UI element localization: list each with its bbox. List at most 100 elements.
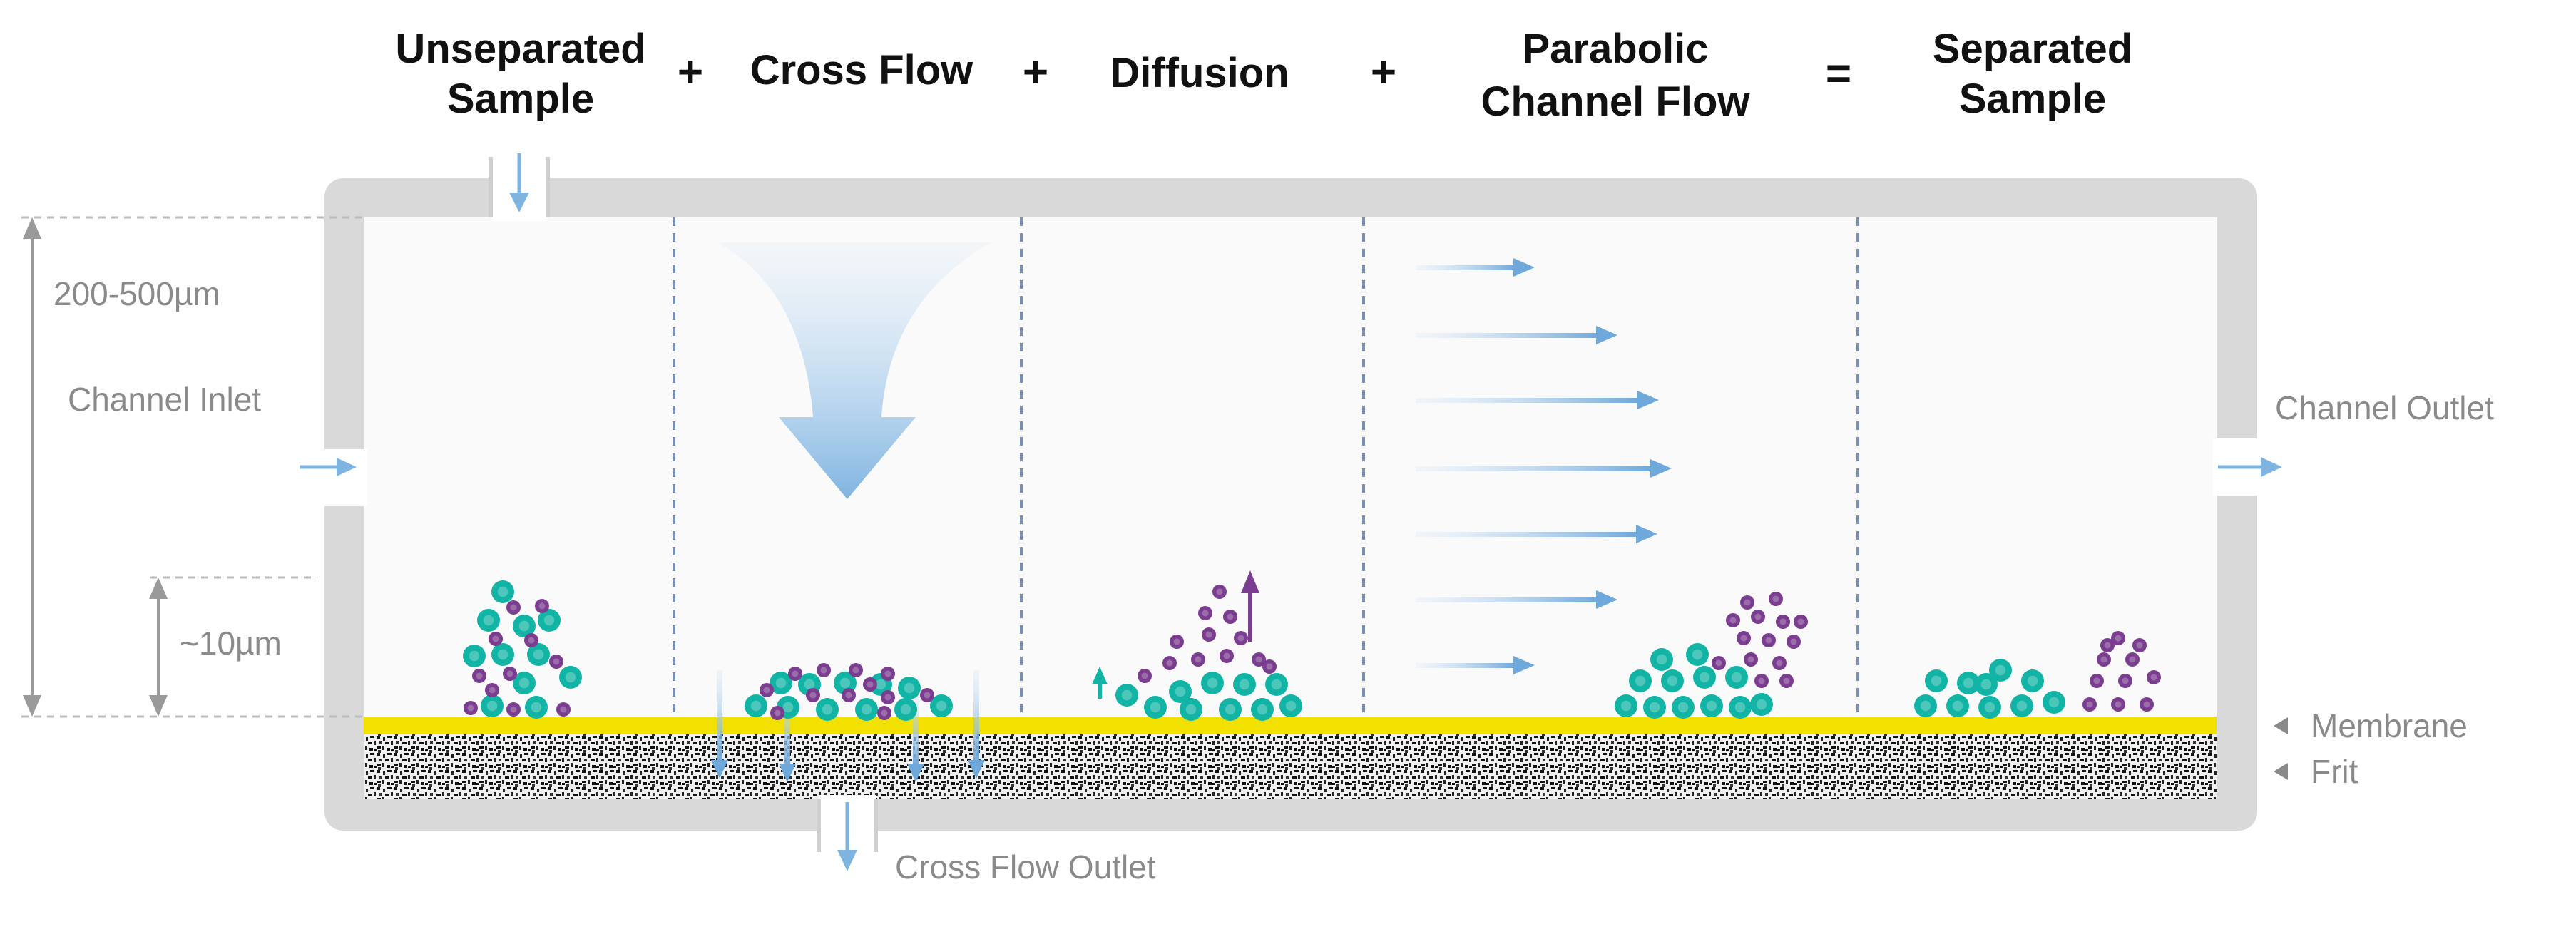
large-particle: [2010, 694, 2033, 717]
large-particle-highlight: [1667, 675, 1678, 687]
small-particle-highlight: [1715, 659, 1722, 667]
large-particle: [1693, 666, 1716, 689]
large-particle: [463, 645, 486, 667]
small-particle: [1262, 659, 1277, 674]
small-particle: [1191, 652, 1205, 667]
large-particle-highlight: [822, 704, 833, 715]
large-particle: [1144, 696, 1167, 719]
large-particle-highlight: [1620, 700, 1632, 712]
small-particle: [1198, 606, 1212, 620]
small-particle: [1779, 674, 1794, 688]
small-particle-highlight: [2136, 642, 2143, 649]
small-particle: [2140, 697, 2154, 712]
small-particle-highlight: [884, 670, 891, 677]
small-particle-highlight: [489, 687, 496, 694]
large-particle: [898, 677, 921, 699]
small-particle: [1234, 631, 1248, 645]
large-particle: [559, 666, 582, 689]
header-unseparated-line1: Unseparated: [395, 26, 645, 72]
small-particle-highlight: [1797, 618, 1804, 625]
large-particle-highlight: [1239, 679, 1250, 690]
small-particle: [920, 688, 934, 702]
large-particle: [745, 694, 767, 717]
small-particle-highlight: [510, 706, 517, 713]
small-particle-highlight: [845, 692, 852, 699]
large-particle-highlight: [1656, 654, 1667, 665]
small-particle: [806, 688, 820, 702]
small-particle: [877, 706, 891, 720]
small-particle-highlight: [2100, 656, 2107, 663]
diffusion-arrow-small: [1092, 667, 1108, 699]
large-particle: [1686, 643, 1709, 666]
small-particle: [788, 667, 802, 681]
large-particle: [1279, 694, 1302, 717]
small-particle: [485, 683, 499, 697]
header-parabolic-line2: Channel Flow: [1481, 78, 1751, 125]
small-particle: [2111, 697, 2125, 712]
large-particle-highlight: [936, 700, 947, 712]
large-particle: [1750, 693, 1773, 716]
channel-outlet-label: Channel Outlet: [2275, 389, 2494, 426]
small-particle-highlight: [1237, 635, 1244, 642]
large-particle-highlight: [531, 702, 542, 713]
small-particle: [1787, 635, 1801, 649]
large-particle-highlight: [1706, 700, 1717, 712]
small-particle-highlight: [852, 667, 859, 674]
small-particle: [489, 632, 503, 646]
small-particle: [1252, 652, 1266, 667]
small-particle: [881, 667, 895, 681]
particle-clusters: [463, 580, 2161, 721]
large-particle: [1169, 680, 1192, 703]
large-particle: [1725, 666, 1748, 689]
large-particle-highlight: [861, 704, 872, 715]
large-particle-highlight: [518, 677, 530, 689]
large-particle-highlight: [533, 649, 544, 660]
large-particle-highlight: [1649, 702, 1660, 713]
small-particle: [1772, 656, 1787, 670]
large-particle: [527, 643, 550, 666]
small-particle-highlight: [492, 635, 499, 642]
large-particle: [1989, 659, 2012, 682]
large-particle-highlight: [1756, 699, 1767, 710]
header-separated-line1: Separated: [1933, 26, 2132, 72]
large-particle-highlight: [1699, 672, 1710, 683]
small-particle: [2082, 697, 2097, 712]
small-particle-highlight: [538, 602, 546, 610]
channel-outlet-arrow: [2218, 457, 2282, 477]
large-particle-highlight: [1271, 679, 1282, 690]
large-particle-highlight: [1931, 675, 1942, 687]
small-particle: [760, 683, 774, 697]
small-particle-highlight: [1223, 652, 1230, 659]
large-particle-highlight: [1677, 702, 1689, 713]
large-particle: [513, 615, 536, 637]
plus-sign: +: [678, 48, 703, 97]
large-particle-highlight: [1734, 702, 1746, 713]
large-particle-highlight: [2016, 700, 2028, 712]
small-particle: [2147, 670, 2161, 684]
small-particle-highlight: [924, 692, 931, 699]
large-particle-highlight: [1963, 677, 1974, 689]
large-particle-highlight: [875, 679, 886, 690]
large-particle: [491, 643, 514, 666]
section-dividers: [673, 217, 1859, 717]
small-particle: [464, 701, 478, 715]
small-particle-highlight: [1744, 599, 1751, 606]
large-particle: [1251, 698, 1274, 721]
equals-sign: =: [1826, 49, 1851, 98]
small-particle: [2111, 631, 2125, 645]
small-particle-highlight: [820, 667, 827, 674]
large-particle-highlight: [1984, 702, 1995, 713]
small-particle-highlight: [1255, 656, 1262, 663]
small-particle-highlight: [1173, 638, 1180, 645]
header-diffusion: Diffusion: [1110, 50, 1289, 96]
frit-layer: [364, 734, 2217, 799]
small-particle-highlight: [1765, 637, 1772, 644]
large-particle: [1661, 669, 1684, 692]
small-particle-highlight: [1740, 635, 1747, 642]
small-particle-highlight: [2086, 701, 2093, 708]
small-particle-highlight: [2093, 677, 2100, 684]
small-particle: [1754, 674, 1769, 688]
small-particle: [2118, 674, 2132, 688]
large-particle-highlight: [1952, 700, 1963, 712]
small-particle: [1223, 610, 1237, 624]
